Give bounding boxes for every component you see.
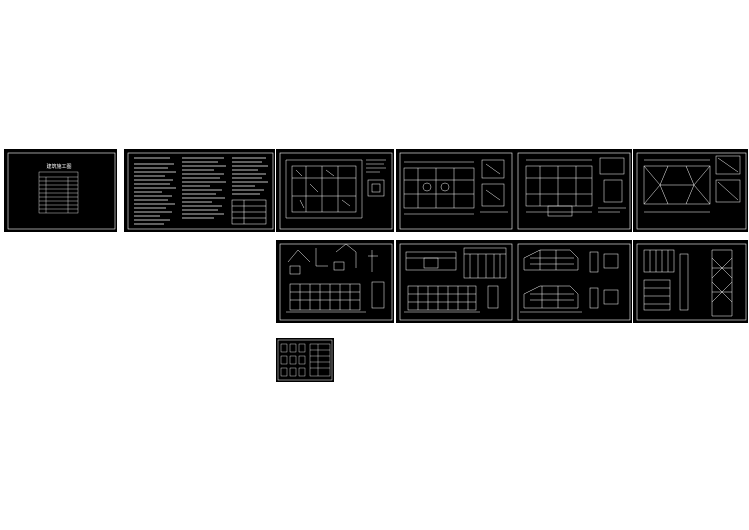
sheet-roof-plan[interactable] xyxy=(633,149,748,232)
sheet-background xyxy=(514,240,632,323)
sheet-design-notes[interactable] xyxy=(124,149,275,232)
sheet-stair-details[interactable] xyxy=(633,240,748,323)
sheet-border xyxy=(7,152,116,230)
stair-section xyxy=(711,249,733,317)
roof-details xyxy=(715,155,741,203)
sheet-background xyxy=(633,240,748,323)
sheet-border xyxy=(399,152,513,230)
sheet-floor-plan-1[interactable] xyxy=(276,149,394,232)
sheet-background xyxy=(124,149,275,232)
sheet-border xyxy=(127,152,274,230)
floor-plan-linework xyxy=(403,161,475,215)
sheet-background xyxy=(396,149,514,232)
sheet-background xyxy=(396,240,514,323)
sheet-background xyxy=(633,149,748,232)
sheet-background xyxy=(514,149,632,232)
sheet-floor-plan-2[interactable] xyxy=(396,149,514,232)
sheet-elevations[interactable] xyxy=(396,240,514,323)
sheet-border xyxy=(279,243,393,321)
sheet-border xyxy=(517,243,631,321)
end-elevation xyxy=(463,247,507,279)
sheet-border xyxy=(636,243,747,321)
sheet-border xyxy=(636,152,747,230)
sheet-border xyxy=(399,243,513,321)
plan-details xyxy=(598,157,626,213)
door-window-elevations xyxy=(280,343,306,377)
front-elevation xyxy=(404,285,499,313)
notes-text-block xyxy=(134,157,268,225)
section-lower xyxy=(520,285,619,313)
sheet-door-window-schedule[interactable] xyxy=(276,338,334,382)
roof-plan-linework xyxy=(643,159,711,213)
plan-detail xyxy=(366,159,386,197)
cover-title: 建筑施工图 xyxy=(46,163,71,170)
sheet-border xyxy=(517,152,631,230)
elevation-linework xyxy=(286,281,385,313)
sheet-background xyxy=(276,240,394,323)
sheet-background xyxy=(4,149,117,232)
schedule-table xyxy=(309,343,331,377)
side-elevation xyxy=(405,251,457,271)
sheet-cover[interactable]: 建筑施工图 xyxy=(4,149,117,232)
sheet-border xyxy=(277,339,333,381)
stair-plan xyxy=(643,249,689,311)
sheet-elevation-1[interactable] xyxy=(276,240,394,323)
floor-plan-linework xyxy=(285,159,363,219)
sheet-border xyxy=(279,152,393,230)
section-upper xyxy=(523,249,619,273)
notes-small-tables xyxy=(231,199,267,225)
floor-plan-linework xyxy=(525,159,593,217)
sheet-background xyxy=(276,149,394,232)
sheet-floor-plan-3[interactable] xyxy=(514,149,632,232)
plan-details xyxy=(480,159,508,213)
sheet-sections[interactable] xyxy=(514,240,632,323)
drawing-index-table xyxy=(38,171,79,214)
section-details xyxy=(287,243,378,275)
